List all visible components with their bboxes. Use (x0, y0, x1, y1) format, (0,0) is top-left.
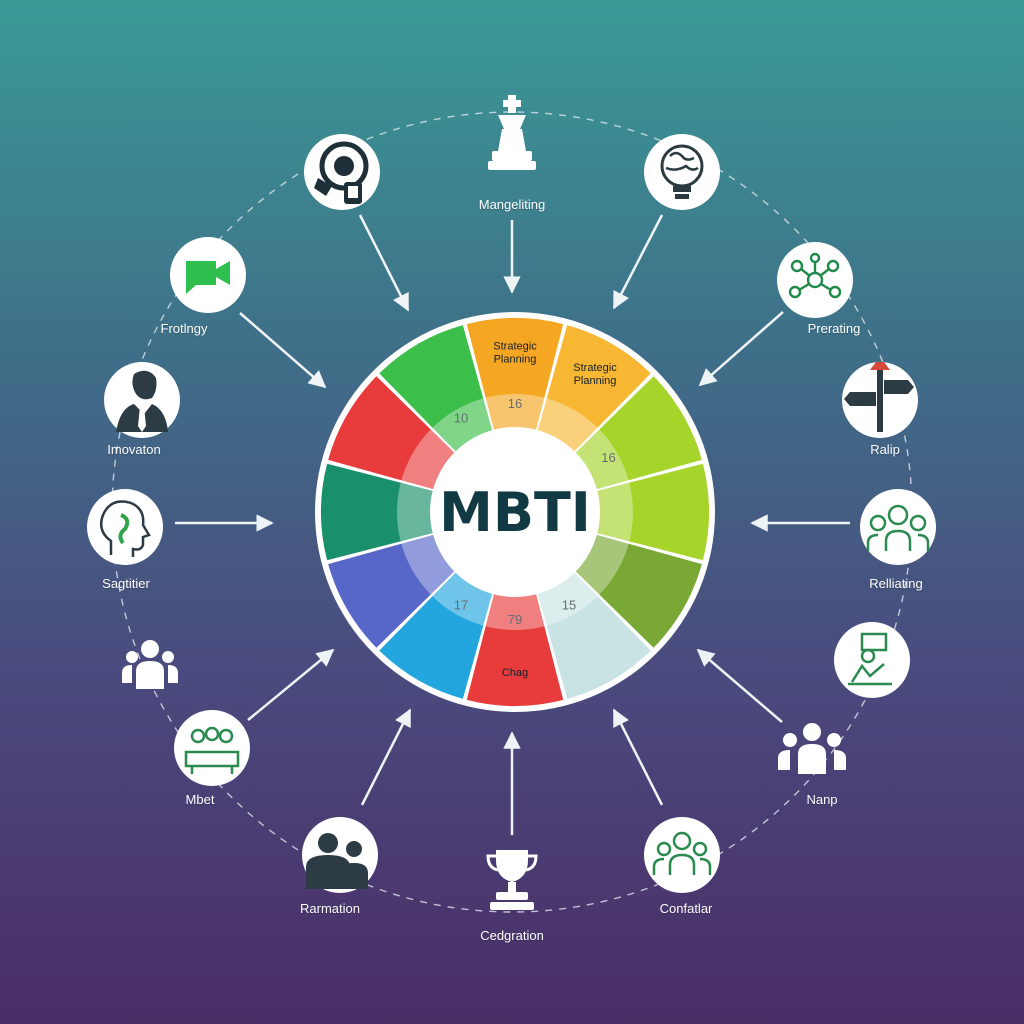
presentation-icon (834, 622, 910, 698)
wheel-segment (328, 534, 455, 648)
segment-number: 79 (508, 612, 522, 627)
signpost-icon (842, 362, 918, 438)
segment-number: 17 (454, 598, 468, 613)
nodes (87, 95, 936, 910)
wheel-segment (537, 325, 651, 452)
node-label-prerating: Prerating (807, 321, 861, 336)
people-circle-icon (644, 817, 720, 893)
segment-number: 10 (454, 410, 468, 425)
wheel-segment (575, 376, 702, 490)
node-label-frotlngy: Frotlngy (160, 321, 208, 336)
segment-label: Planning (574, 375, 617, 387)
wheel-segment (379, 325, 493, 452)
arrow (360, 708, 412, 806)
segment-label: Chag (502, 667, 528, 679)
lightbulb-globe-icon (644, 134, 720, 210)
chess-king-icon (488, 95, 536, 170)
wheel-segment (537, 572, 651, 699)
arrow (698, 311, 784, 387)
node-label-mangeliting: Mangeliting (478, 197, 546, 212)
node-label-sagtitier: Sagtitier (102, 576, 150, 591)
node-label-imovaton: Imovaton (107, 442, 161, 457)
wheel-segment (596, 463, 710, 561)
group-icon (778, 723, 846, 774)
search-hand-icon (304, 134, 380, 210)
arrow (612, 708, 664, 806)
wheel-segment (466, 318, 564, 431)
arrow (239, 312, 327, 389)
video-chat-icon (170, 237, 246, 313)
businessman-icon (104, 362, 180, 438)
arrow (247, 648, 335, 721)
arrow (612, 214, 664, 310)
segment-label: Strategic (493, 341, 537, 353)
node-label-relliating: Relliating (869, 576, 923, 591)
arrow (358, 214, 410, 312)
wheel-segment (575, 534, 702, 648)
mbti-wheel: 16StrategicPlanningStrategicPlanning1615… (315, 312, 715, 712)
node-label-confatlar: Confatlar (659, 901, 713, 916)
segment-label: Strategic (573, 362, 617, 374)
wheel-segment (328, 376, 455, 490)
node-label-ralip: Ralip (870, 442, 900, 457)
head-profile-icon (87, 489, 163, 565)
wheel-segment (379, 572, 493, 699)
arrows (175, 214, 850, 835)
node-label-nanp: Nanp (806, 792, 838, 807)
wheel-segment (466, 593, 564, 706)
center-title: MBTI (439, 481, 591, 544)
node-label-mbet: Mbet (185, 792, 215, 807)
people-icon (122, 640, 178, 689)
silhouettes-icon (302, 817, 378, 893)
segment-number: 16 (601, 450, 615, 465)
trophy-icon (486, 850, 538, 910)
team-icon (860, 489, 936, 565)
segment-label: Planning (494, 354, 537, 366)
wheel-center (430, 427, 600, 597)
node-label-cedgration: Cedgration (480, 928, 544, 943)
segment-number: 16 (508, 396, 522, 411)
segment-number: 15 (562, 598, 576, 613)
node-label-rarmation: Rarmation (300, 901, 360, 916)
wheel-segment (321, 463, 434, 561)
meeting-icon (174, 710, 250, 786)
arrow (696, 648, 783, 723)
network-icon (777, 242, 853, 318)
